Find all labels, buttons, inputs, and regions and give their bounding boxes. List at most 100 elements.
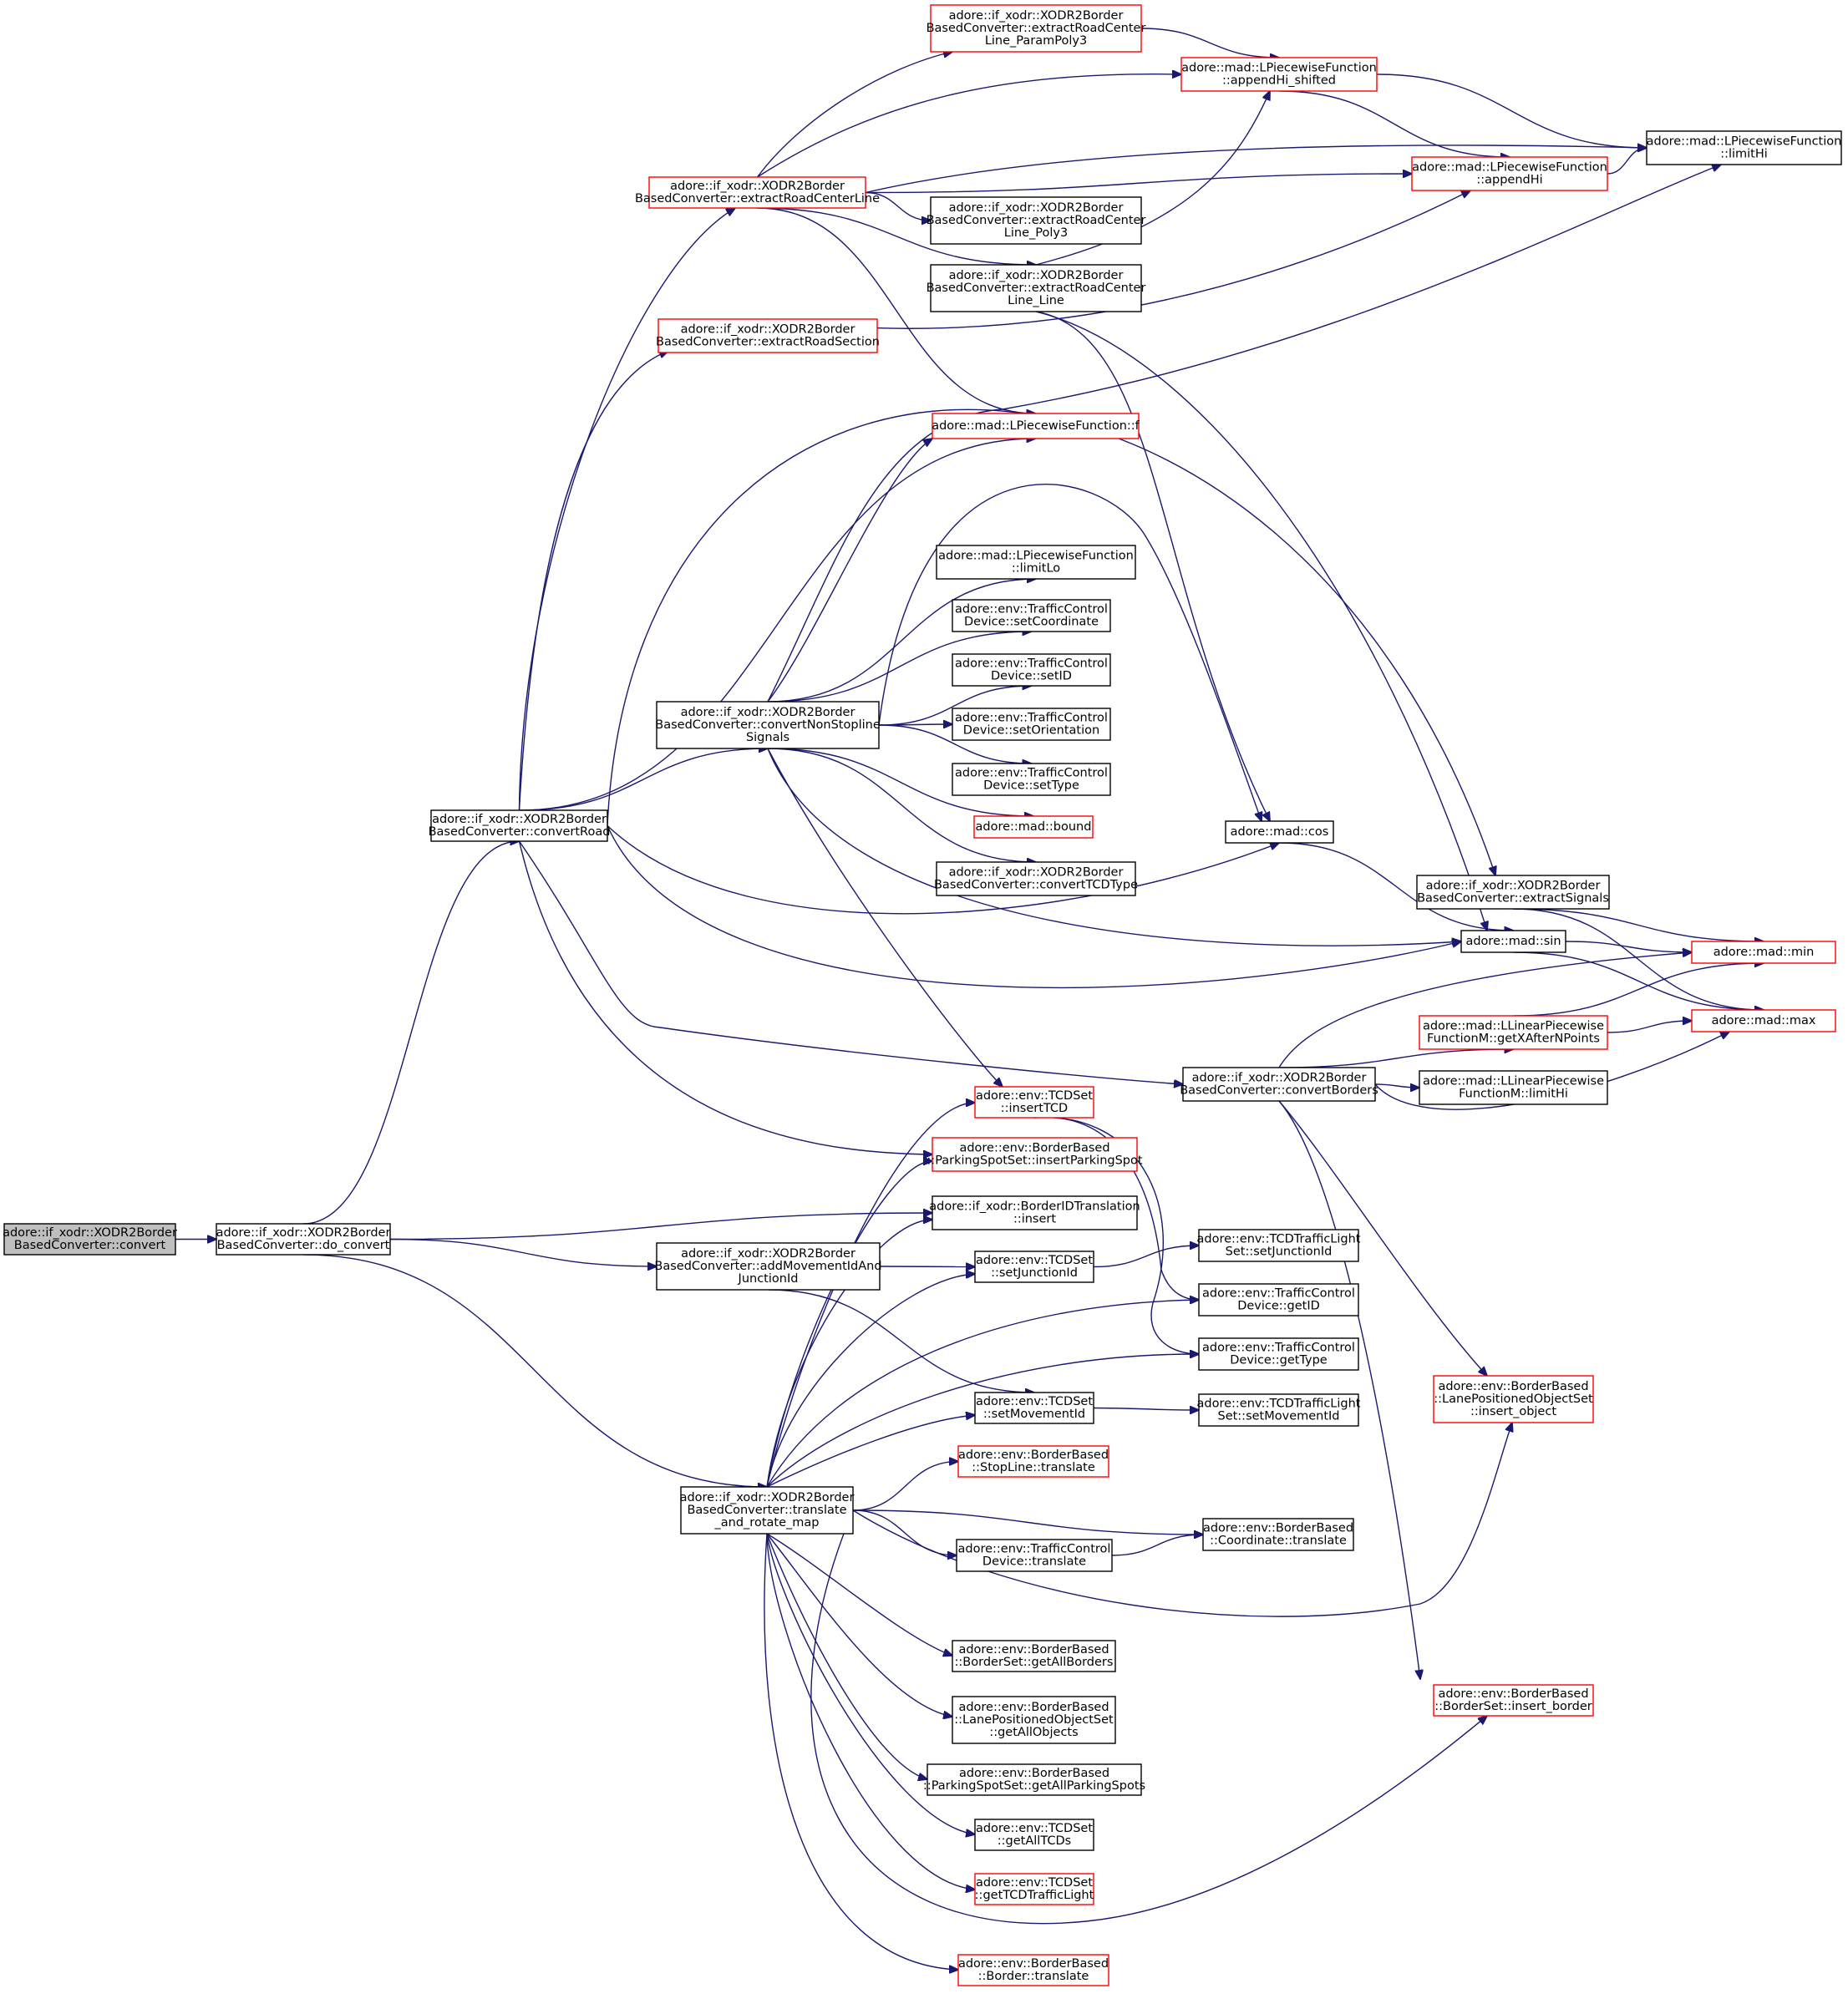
node-insert_border[interactable]: adore::env::BorderBased::BorderSet::inse… xyxy=(1433,1684,1594,1717)
node-box-getAllTCDs[interactable] xyxy=(974,1819,1094,1851)
node-extractRoadSection[interactable]: adore::if_xodr::XODR2BorderBasedConverte… xyxy=(656,318,880,353)
node-Border_translate[interactable]: adore::env::BorderBased::Border::transla… xyxy=(957,1954,1109,1986)
node-insertParkingSpot[interactable]: adore::env::BorderBased::ParkingSpotSet:… xyxy=(927,1137,1143,1172)
node-min[interactable]: adore::mad::min xyxy=(1691,941,1836,964)
node-box-limitLo[interactable] xyxy=(936,545,1136,580)
node-TL_setJunctionId[interactable]: adore::env::TCDTrafficLightSet::setJunct… xyxy=(1196,1229,1361,1262)
node-limitHi[interactable]: adore::mad::LPiecewiseFunction::limitHi xyxy=(1646,130,1842,165)
node-TCDSet_setJunctionId[interactable]: adore::env::TCDSet::setJunctionId xyxy=(974,1251,1094,1283)
node-TCD_translate[interactable]: adore::env::TrafficControlDevice::transl… xyxy=(956,1539,1113,1572)
node-box-getAllParkingSpots[interactable] xyxy=(927,1763,1142,1796)
node-sin[interactable]: adore::mad::sin xyxy=(1460,930,1566,953)
node-max[interactable]: adore::mad::max xyxy=(1691,1009,1836,1032)
node-box-insertTCD[interactable] xyxy=(974,1086,1094,1119)
node-box-extractRoadCenterLine_Line[interactable] xyxy=(930,264,1142,312)
node-getTCDTrafficLight[interactable]: adore::env::TCDSet::getTCDTrafficLight xyxy=(974,1873,1094,1905)
node-box-LLPF_limitHi[interactable] xyxy=(1419,1070,1608,1105)
node-getAllParkingSpots[interactable]: adore::env::BorderBased::ParkingSpotSet:… xyxy=(923,1763,1145,1796)
node-StopLine_translate[interactable]: adore::env::BorderBased::StopLine::trans… xyxy=(957,1445,1109,1478)
node-bound[interactable]: adore::mad::bound xyxy=(973,815,1094,839)
node-box-addMovementIdAndJunctionId[interactable] xyxy=(656,1242,881,1291)
node-getAllTCDs[interactable]: adore::env::TCDSet::getAllTCDs xyxy=(974,1819,1094,1851)
node-BorderIDTranslation_insert[interactable]: adore::if_xodr::BorderIDTranslation::ins… xyxy=(929,1195,1140,1230)
node-insert_object[interactable]: adore::env::BorderBased::LanePositionedO… xyxy=(1433,1375,1594,1423)
node-box-min[interactable] xyxy=(1691,941,1836,964)
node-box-extractRoadCenterLine_Poly3[interactable] xyxy=(930,196,1142,245)
node-LLPF_limitHi[interactable]: adore::mad::LLinearPiecewiseFunctionM::l… xyxy=(1419,1070,1608,1105)
node-extractRoadCenterLine_Poly3[interactable]: adore::if_xodr::XODR2BorderBasedConverte… xyxy=(927,196,1146,245)
node-box-getAllObjects[interactable] xyxy=(952,1696,1116,1744)
node-box-setOrientation[interactable] xyxy=(952,708,1111,741)
node-box-bound[interactable] xyxy=(973,815,1094,839)
node-box-extractSignals[interactable] xyxy=(1416,875,1610,910)
node-getXAfterNPoints[interactable]: adore::mad::LLinearPiecewiseFunctionM::g… xyxy=(1419,1015,1608,1050)
node-box-setCoordinate[interactable] xyxy=(952,599,1111,632)
node-insertTCD[interactable]: adore::env::TCDSet::insertTCD xyxy=(974,1086,1094,1119)
node-limitLo[interactable]: adore::mad::LPiecewiseFunction::limitLo xyxy=(936,545,1136,580)
node-convertNonStoplineSignals[interactable]: adore::if_xodr::XODR2BorderBasedConverte… xyxy=(655,701,881,749)
node-box-translate_and_rotate_map[interactable] xyxy=(680,1486,854,1535)
node-convertTCDType[interactable]: adore::if_xodr::XODR2BorderBasedConverte… xyxy=(934,861,1138,896)
node-box-convertTCDType[interactable] xyxy=(936,861,1136,896)
node-extractSignals[interactable]: adore::if_xodr::XODR2BorderBasedConverte… xyxy=(1416,875,1610,910)
node-addMovementIdAndJunctionId[interactable]: adore::if_xodr::XODR2BorderBasedConverte… xyxy=(654,1242,882,1291)
node-box-convert[interactable] xyxy=(3,1223,176,1256)
node-box-sin[interactable] xyxy=(1460,930,1566,953)
node-box-insert_object[interactable] xyxy=(1433,1375,1594,1423)
node-box-BorderIDTranslation_insert[interactable] xyxy=(932,1195,1138,1230)
node-extractRoadCenterLine_ParamPoly3[interactable]: adore::if_xodr::XODR2BorderBasedConverte… xyxy=(927,4,1146,53)
node-setOrientation[interactable]: adore::env::TrafficControlDevice::setOri… xyxy=(952,708,1111,741)
node-TCDSet_setMovementId[interactable]: adore::env::TCDSet::setMovementId xyxy=(974,1392,1094,1424)
node-getType[interactable]: adore::env::TrafficControlDevice::getTyp… xyxy=(1198,1337,1359,1371)
node-box-LPF_f[interactable] xyxy=(932,413,1140,439)
node-cos[interactable]: adore::mad::cos xyxy=(1225,820,1334,844)
node-box-limitHi[interactable] xyxy=(1646,130,1842,165)
node-box-insert_border[interactable] xyxy=(1433,1684,1594,1717)
node-box-getAllBorders[interactable] xyxy=(952,1640,1116,1672)
node-box-getType[interactable] xyxy=(1198,1337,1359,1371)
node-convertRoad[interactable]: adore::if_xodr::XODR2BorderBasedConverte… xyxy=(429,809,611,842)
node-setCoordinate[interactable]: adore::env::TrafficControlDevice::setCoo… xyxy=(952,599,1111,632)
node-box-max[interactable] xyxy=(1691,1009,1836,1032)
node-convertBorders[interactable]: adore::if_xodr::XODR2BorderBasedConverte… xyxy=(1180,1067,1378,1102)
node-box-convertRoad[interactable] xyxy=(430,809,608,842)
node-LPF_f[interactable]: adore::mad::LPiecewiseFunction::f xyxy=(932,413,1140,439)
node-box-TCDSet_setJunctionId[interactable] xyxy=(974,1251,1094,1283)
node-TL_setMovementId[interactable]: adore::env::TCDTrafficLightSet::setMovem… xyxy=(1196,1393,1361,1427)
node-getAllObjects[interactable]: adore::env::BorderBased::LanePositionedO… xyxy=(952,1696,1116,1744)
node-box-cos[interactable] xyxy=(1225,820,1334,844)
node-box-getXAfterNPoints[interactable] xyxy=(1419,1015,1608,1050)
node-box-convertBorders[interactable] xyxy=(1182,1067,1376,1102)
node-appendHi[interactable]: adore::mad::LPiecewiseFunction::appendHi xyxy=(1411,156,1608,191)
node-box-appendHi_shifted[interactable] xyxy=(1180,57,1378,92)
node-appendHi_shifted[interactable]: adore::mad::LPiecewiseFunction::appendHi… xyxy=(1180,57,1378,92)
node-box-extractRoadCenterLine[interactable] xyxy=(648,176,866,209)
node-box-convertNonStoplineSignals[interactable] xyxy=(656,701,880,749)
node-box-TL_setJunctionId[interactable] xyxy=(1198,1229,1359,1262)
node-box-setType[interactable] xyxy=(952,763,1111,796)
node-box-extractRoadSection[interactable] xyxy=(657,318,878,353)
node-box-extractRoadCenterLine_ParamPoly3[interactable] xyxy=(930,4,1142,53)
node-box-appendHi[interactable] xyxy=(1411,156,1608,191)
node-extractRoadCenterLine[interactable]: adore::if_xodr::XODR2BorderBasedConverte… xyxy=(635,176,880,209)
node-box-setID[interactable] xyxy=(952,653,1111,687)
node-box-do_convert[interactable] xyxy=(216,1223,391,1256)
node-getAllBorders[interactable]: adore::env::BorderBased::BorderSet::getA… xyxy=(952,1640,1116,1672)
node-convert[interactable]: adore::if_xodr::XODR2BorderBasedConverte… xyxy=(3,1223,177,1256)
node-do_convert[interactable]: adore::if_xodr::XODR2BorderBasedConverte… xyxy=(216,1223,391,1256)
node-box-TL_setMovementId[interactable] xyxy=(1198,1393,1359,1427)
node-setType[interactable]: adore::env::TrafficControlDevice::setTyp… xyxy=(952,763,1111,796)
node-Coordinate_translate[interactable]: adore::env::BorderBased::Coordinate::tra… xyxy=(1202,1518,1354,1551)
node-box-getTCDTrafficLight[interactable] xyxy=(974,1873,1094,1905)
node-box-TCD_translate[interactable] xyxy=(956,1539,1113,1572)
node-translate_and_rotate_map[interactable]: adore::if_xodr::XODR2BorderBasedConverte… xyxy=(680,1486,855,1535)
node-box-Coordinate_translate[interactable] xyxy=(1202,1518,1354,1551)
node-box-insertParkingSpot[interactable] xyxy=(932,1137,1138,1172)
node-extractRoadCenterLine_Line[interactable]: adore::if_xodr::XODR2BorderBasedConverte… xyxy=(927,264,1146,312)
node-box-Border_translate[interactable] xyxy=(957,1954,1109,1986)
node-box-getID[interactable] xyxy=(1198,1283,1359,1317)
node-box-TCDSet_setMovementId[interactable] xyxy=(974,1392,1094,1424)
node-box-StopLine_translate[interactable] xyxy=(957,1445,1109,1478)
